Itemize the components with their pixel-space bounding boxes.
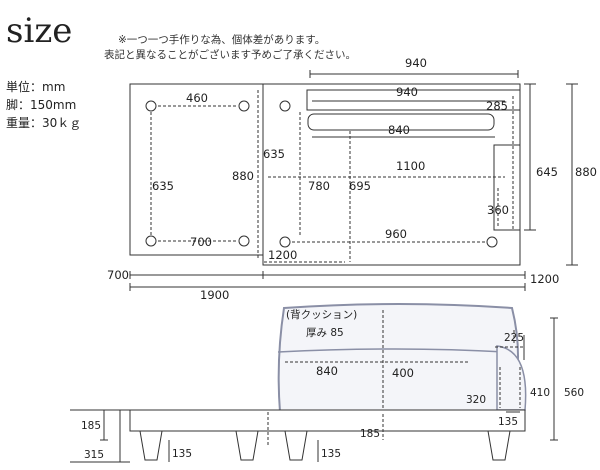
dim-label: 1200 <box>530 272 559 286</box>
dim-label: 780 <box>308 179 330 193</box>
dim-label: 840 <box>388 123 410 137</box>
dim-label: 135 <box>172 448 192 460</box>
arm-rest <box>493 144 521 231</box>
base-frame <box>129 409 526 432</box>
side-view <box>70 303 558 463</box>
dim-label: 135 <box>321 448 341 460</box>
back-cushion-top <box>307 113 495 131</box>
dim-label: 880 <box>232 169 254 183</box>
back-cushion-side <box>277 303 520 413</box>
note-differences: 表記と異なることがございます予めご了承ください。 <box>104 49 356 61</box>
dim-label: 135 <box>498 416 518 428</box>
dim-label: 700 <box>190 235 212 249</box>
dim-label: 225 <box>504 332 524 344</box>
dim-label: 940 <box>396 85 418 99</box>
leg-circle <box>486 236 498 248</box>
dim-label: 560 <box>564 387 584 399</box>
cushion-seam <box>277 348 506 353</box>
dim-label: 960 <box>385 227 407 241</box>
spec-weight: 重量：30ｋｇ <box>6 116 82 130</box>
dim-label: 320 <box>466 394 486 406</box>
dim-label: 185 <box>81 420 101 432</box>
dim-label: (背クッション) <box>286 308 357 321</box>
leg-circle <box>145 100 157 112</box>
leg-side <box>284 430 308 461</box>
dim-label: 315 <box>84 449 104 461</box>
page-title: size <box>6 11 73 51</box>
dim-label: 400 <box>392 366 414 380</box>
spec-legs: 脚：150mm <box>6 98 77 112</box>
top-view <box>129 70 578 291</box>
dim-label: 1900 <box>200 288 229 302</box>
dim-label: 840 <box>316 364 338 378</box>
dim-label: 695 <box>349 179 371 193</box>
leg-circle <box>279 236 291 248</box>
dim-label: 410 <box>530 387 550 399</box>
backrest-band <box>306 89 521 111</box>
leg-circle <box>279 100 291 112</box>
spec-unit: 単位：mm <box>6 80 66 94</box>
dim-label: 285 <box>486 99 508 113</box>
leg-side <box>139 430 163 461</box>
dim-label: 645 <box>536 165 558 179</box>
side-view-labels: (背クッション) 厚み 85 840 400 225 410 560 320 1… <box>81 308 584 461</box>
dim-label: 940 <box>405 56 427 70</box>
dim-label: 635 <box>152 179 174 193</box>
leg-side <box>235 430 259 461</box>
dim-label: 360 <box>487 203 509 217</box>
leg-circle <box>145 235 157 247</box>
dim-label: 1200 <box>268 248 297 262</box>
dim-label: 880 <box>575 165 597 179</box>
arm-side <box>496 345 527 411</box>
top-view-labels: 940 940 285 840 460 635 880 635 780 695 … <box>107 56 597 302</box>
note-handmade: ※一つ一つ手作りな為、個体差があります。 <box>118 34 326 46</box>
dim-label: 厚み 85 <box>306 327 344 339</box>
leg-circle <box>238 100 250 112</box>
leg-circle <box>238 235 250 247</box>
dim-label: 185 <box>360 428 380 440</box>
dim-label: 1100 <box>396 159 425 173</box>
leg-side <box>487 430 511 461</box>
dim-label: 700 <box>107 268 129 282</box>
dim-label: 460 <box>186 91 208 105</box>
dim-label: 635 <box>263 147 285 161</box>
